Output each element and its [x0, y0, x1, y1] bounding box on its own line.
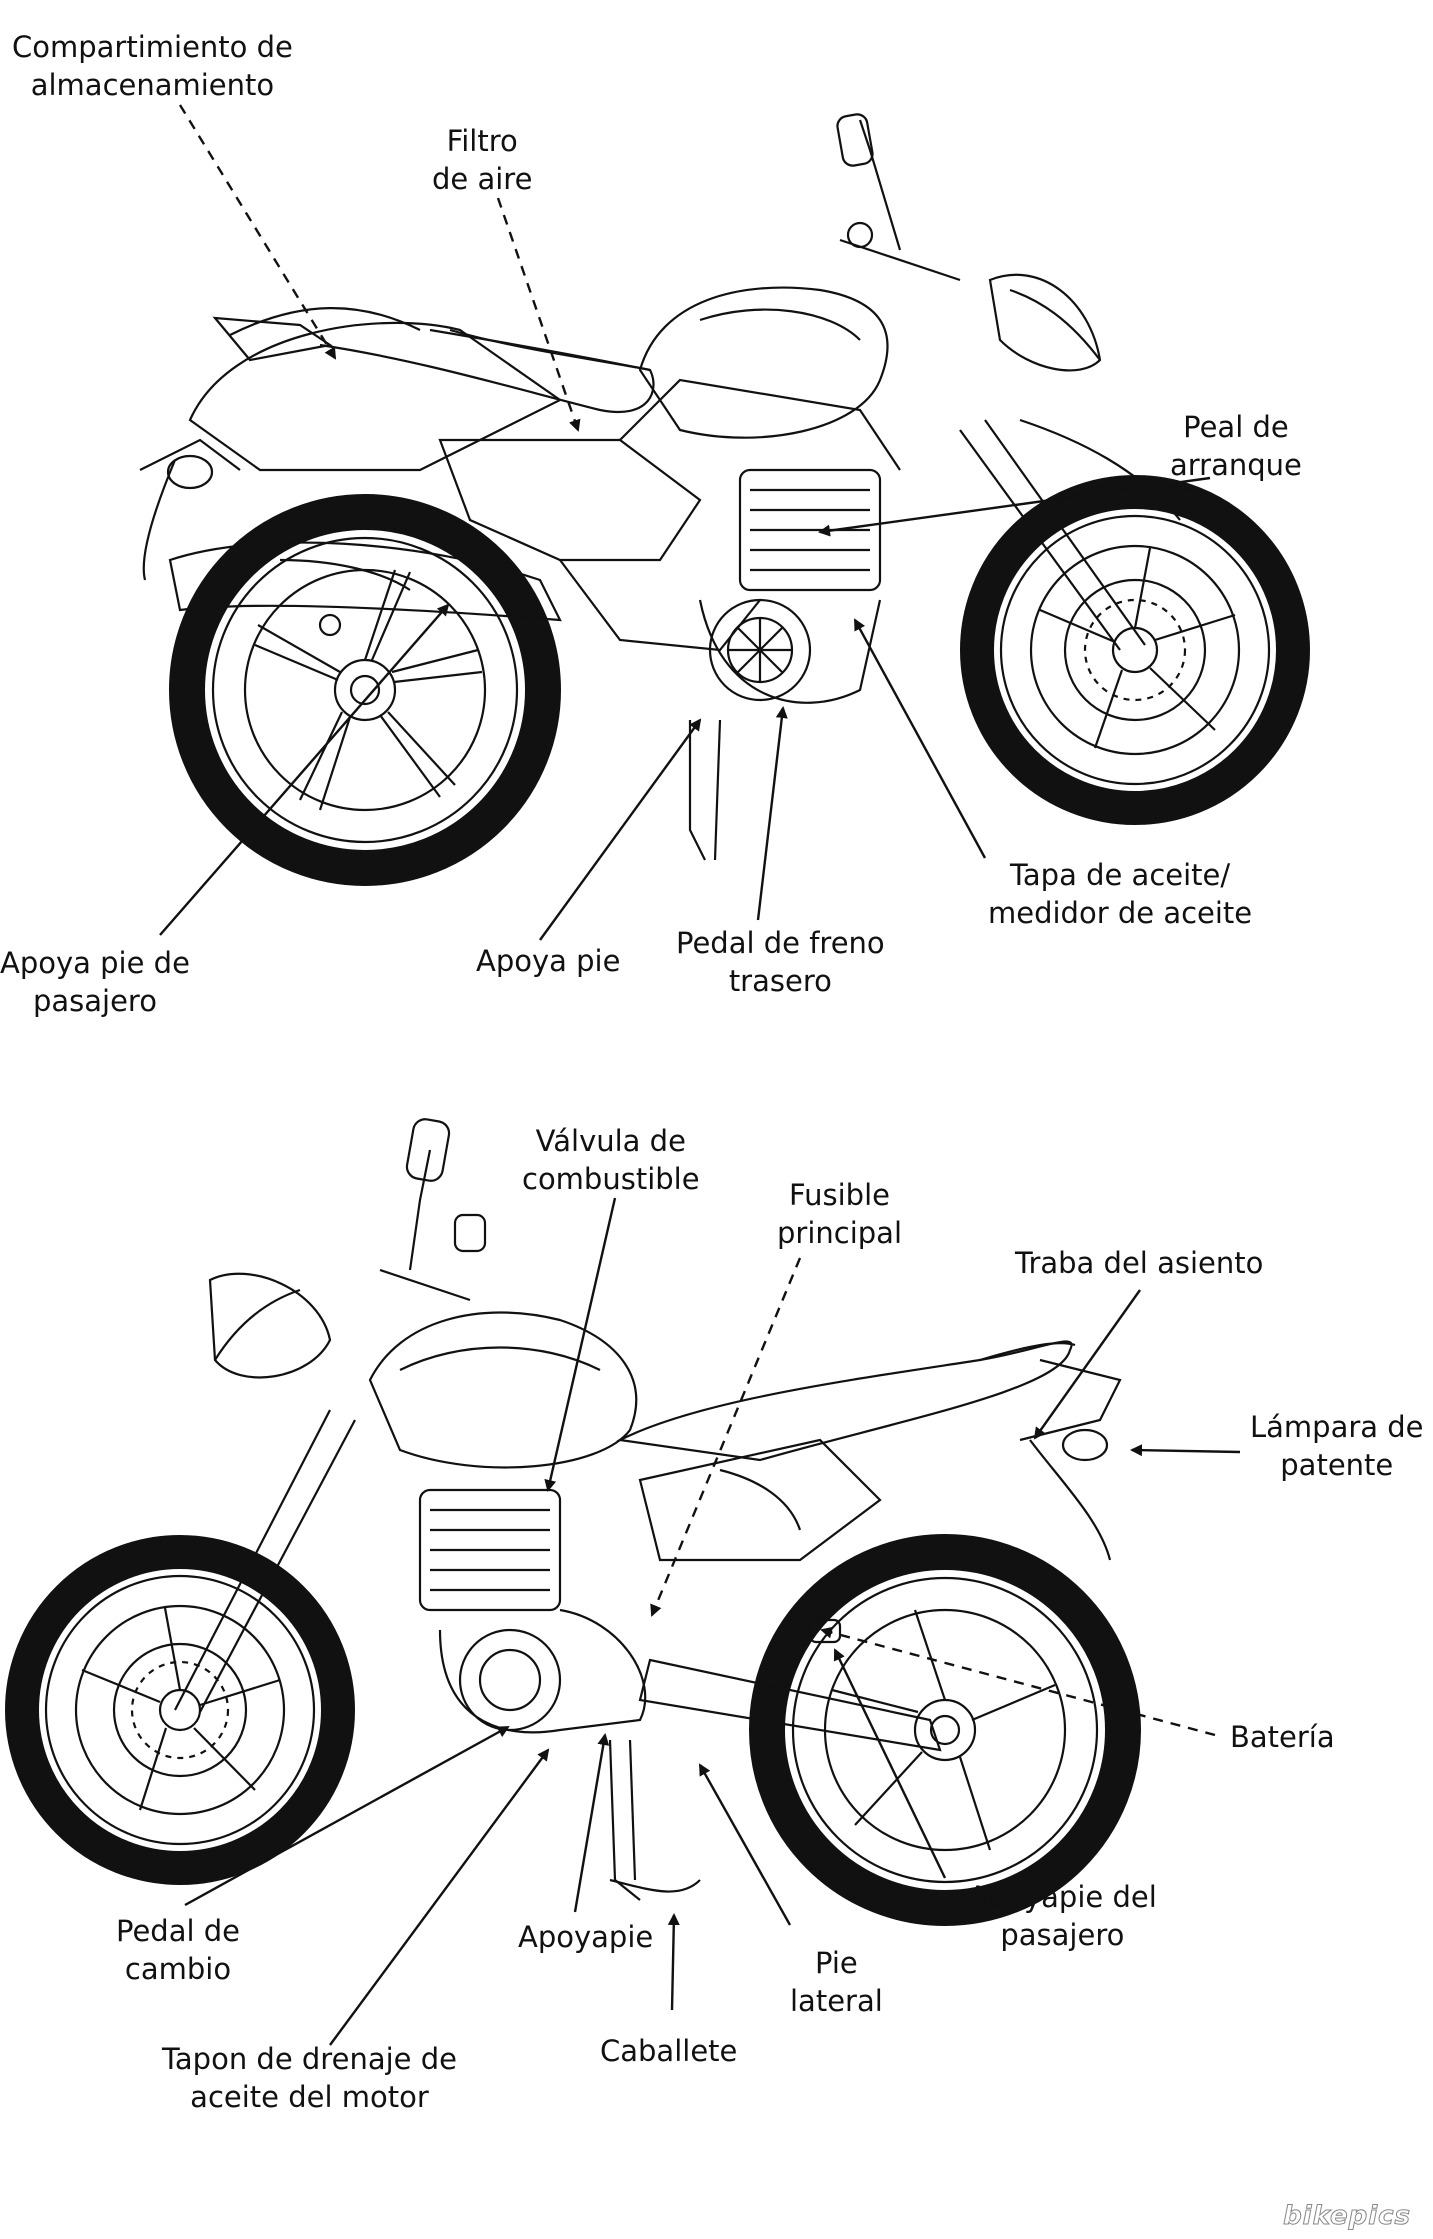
label-seat-lock: Traba del asiento [1015, 1246, 1264, 1280]
watermark: bikepics [1283, 2201, 1411, 2232]
top-callout-lines [159, 104, 1211, 941]
line-main-fuse [650, 1257, 802, 1617]
line-battery [820, 1626, 1216, 1737]
line-plate-lamp [1130, 1444, 1241, 1457]
line-fuel-valve [544, 1197, 617, 1492]
line-side-stand [698, 1763, 792, 1926]
label-main-fuse: Fusible principal [777, 1178, 903, 1250]
front-wheel-bottom [22, 1552, 338, 1868]
line-rear-brake [756, 706, 788, 921]
label-fuel-valve: Válvula de combustible [522, 1124, 700, 1196]
label-footrest: Apoya pie [476, 944, 621, 978]
engine-bottom [420, 1490, 645, 1732]
label-air-filter: Filtro de aire [432, 124, 533, 196]
line-seat-lock [1033, 1289, 1141, 1440]
line-storage [178, 104, 337, 360]
label-side-stand: Pie lateral [790, 1946, 883, 2018]
label-battery: Batería [1230, 1720, 1335, 1754]
line-footrest [539, 718, 702, 941]
line-shift-pedal [184, 1725, 510, 1907]
rear-wheel-top [187, 512, 543, 868]
label-rear-brake-pedal: Pedal de freno trasero [676, 926, 885, 998]
label-kick-start: Peal de arranque [1170, 410, 1302, 482]
label-shift-pedal: Pedal de cambio [116, 1914, 241, 1986]
label-footrest-bottom: Apoyapie [518, 1920, 654, 1954]
motorcycle-bottom-drawing [22, 1117, 1123, 1908]
label-passenger-footrest: Apoya pie de pasajero [0, 946, 190, 1018]
line-drain-plug [329, 1748, 550, 2046]
line-footrest-bottom [573, 1733, 610, 1913]
motorcycle-top-drawing [140, 113, 1293, 868]
bottom-callout-lines [184, 1197, 1241, 2046]
line-kick-start [818, 476, 1211, 537]
front-wheel-top [977, 492, 1293, 808]
label-oil-cap: Tapa de aceite/ medidor de aceite [988, 858, 1253, 930]
line-air-filter [496, 197, 581, 432]
line-passenger-footrest-bottom [833, 1648, 947, 1879]
label-center-stand: Caballete [600, 2034, 738, 2068]
line-center-stand [667, 1913, 680, 2011]
rear-wheel-bottom [767, 1552, 1123, 1908]
label-passenger-footrest-bottom: Apoyapie del pasajero [968, 1880, 1157, 1952]
line-passenger-footrest [159, 603, 450, 936]
label-storage-compartment: Compartimiento de almacenamiento [12, 30, 293, 102]
label-plate-lamp: Lámpara de patente [1250, 1410, 1424, 1482]
line-oil-cap [853, 618, 987, 859]
label-drain-plug: Tapon de drenaje de aceite del motor [162, 2042, 457, 2114]
engine-top [700, 470, 880, 703]
